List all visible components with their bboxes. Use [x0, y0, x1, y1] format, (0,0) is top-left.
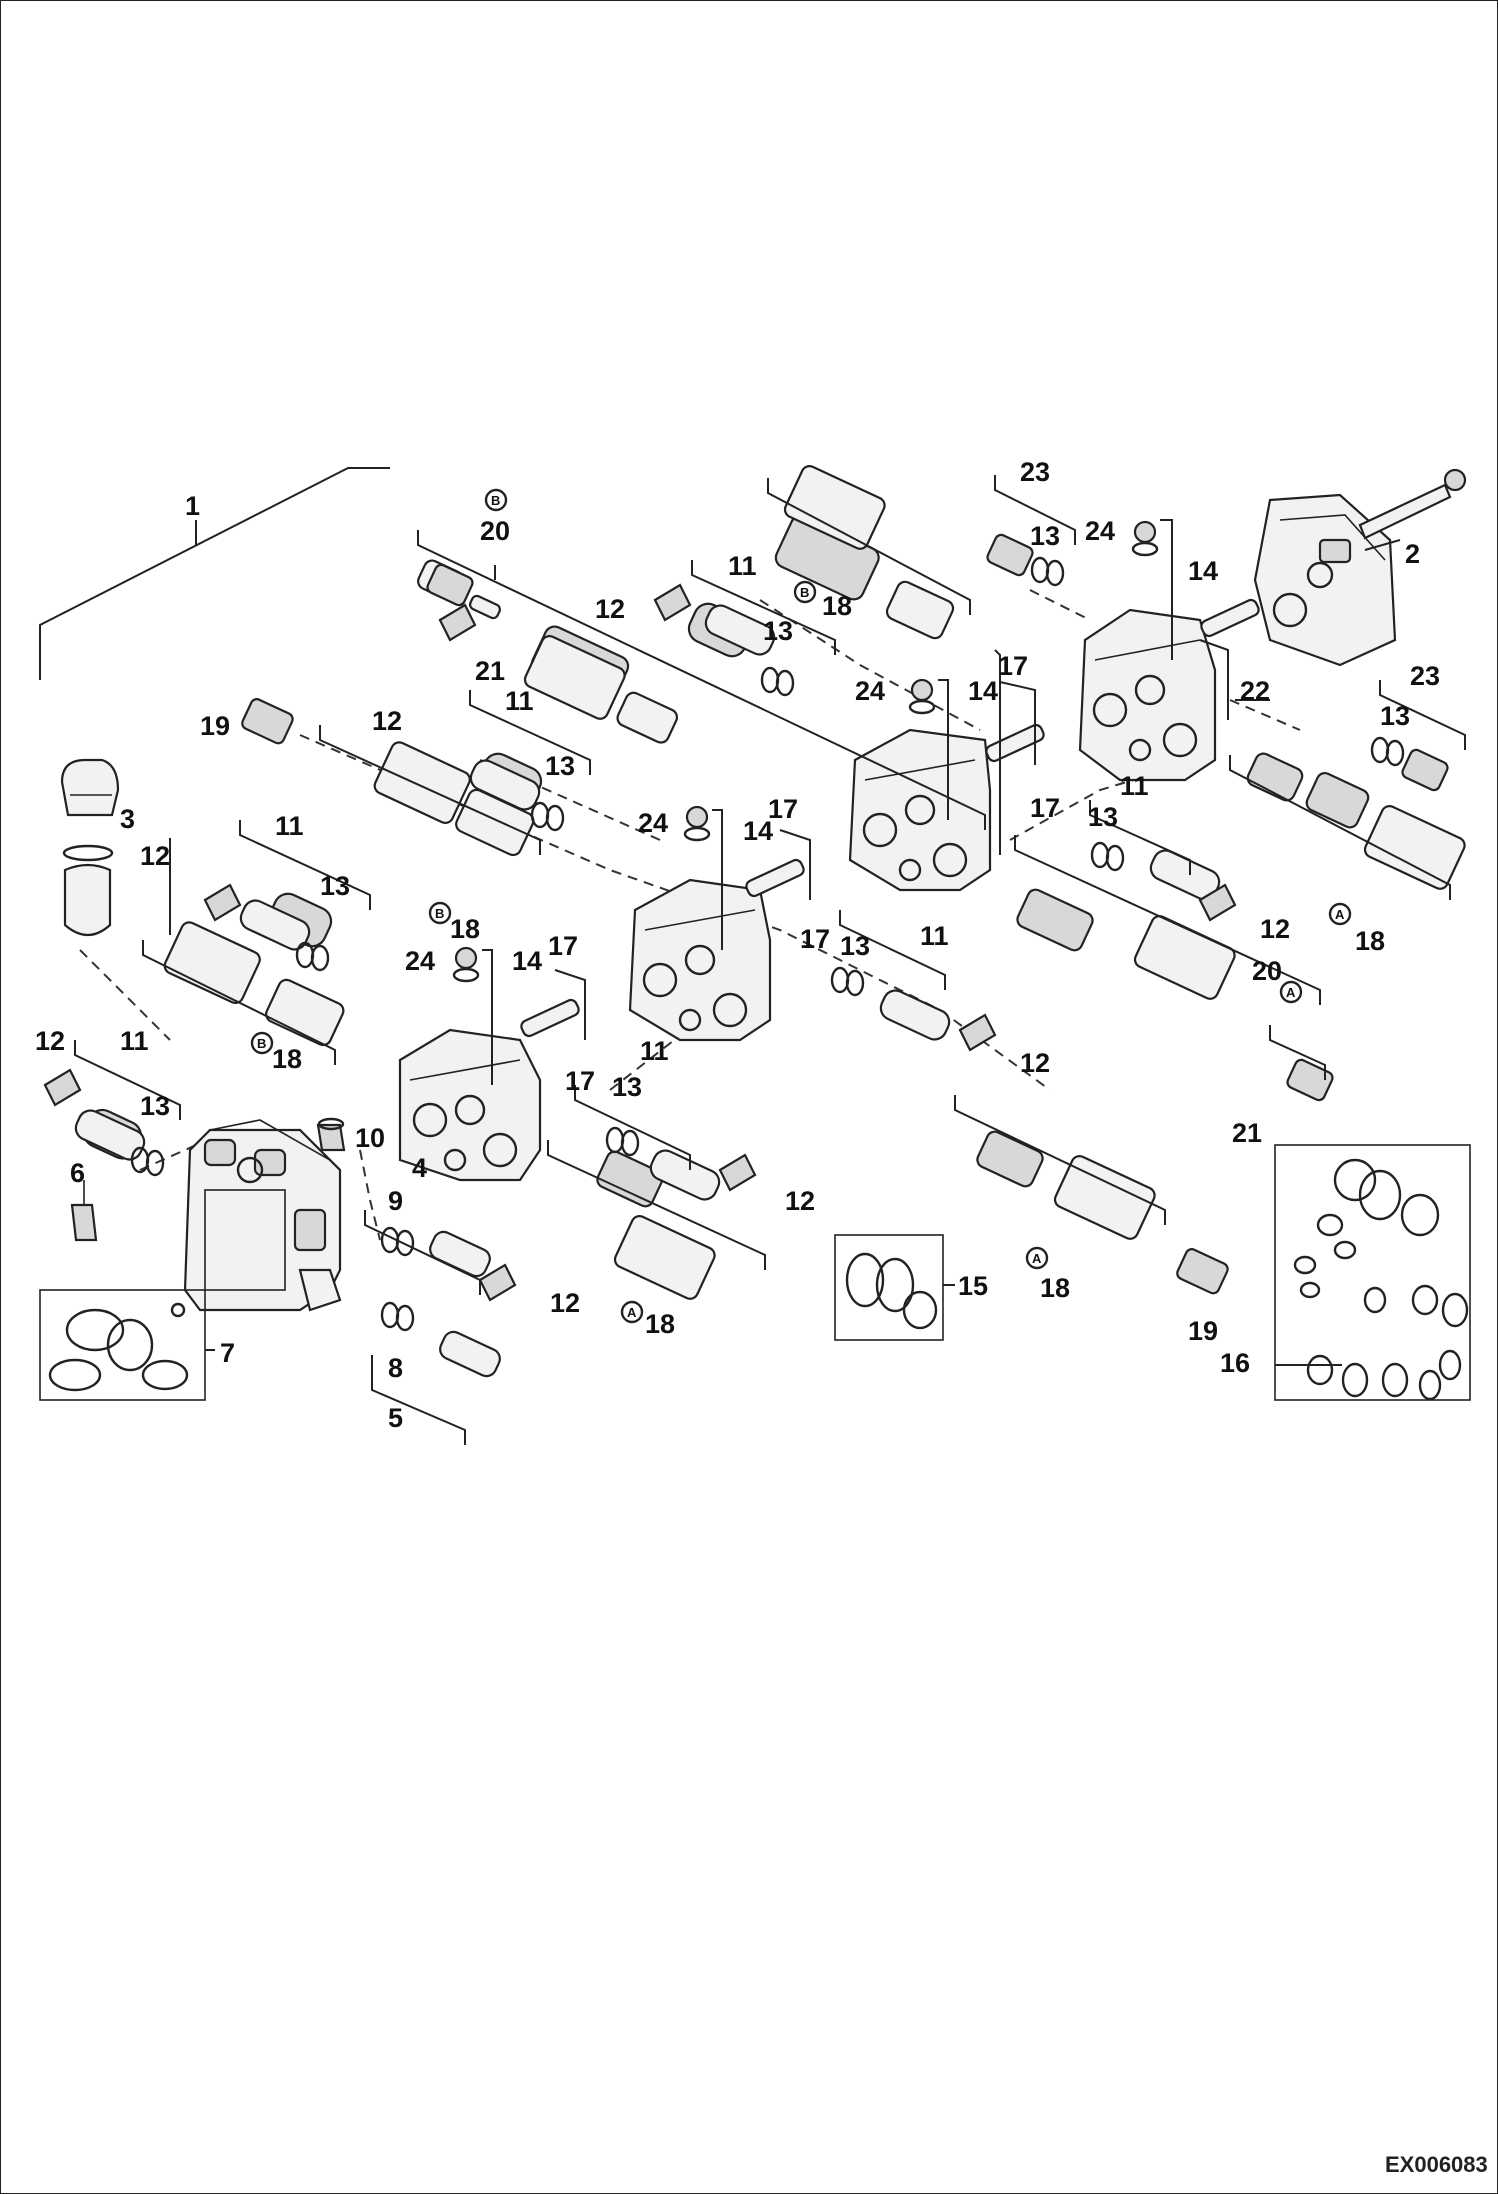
callout-18a: 18	[822, 591, 852, 621]
callout-14b: 14	[743, 816, 773, 846]
circle-letter-b-1: B	[491, 493, 500, 508]
callout-22: 22	[1240, 676, 1270, 706]
callout-24b: 24	[638, 808, 668, 838]
callout-20b: 20	[1252, 956, 1282, 986]
callout-13b: 13	[320, 871, 350, 901]
callout-11g: 11	[1120, 771, 1149, 801]
callout-23b: 23	[1410, 661, 1440, 691]
callout-21a: 21	[475, 656, 505, 686]
part-10-fitting	[316, 1117, 346, 1152]
callout-17a: 17	[548, 931, 578, 961]
callout-9: 9	[388, 1186, 403, 1216]
callout-3: 3	[120, 804, 135, 834]
callout-18d: 18	[645, 1309, 675, 1339]
callout-24d: 24	[1085, 516, 1115, 546]
callout-12f: 12	[1020, 1048, 1050, 1078]
callout-12h: 12	[550, 1288, 580, 1318]
callout-17e: 17	[800, 924, 830, 954]
callout-13d: 13	[763, 616, 793, 646]
callout-15: 15	[958, 1271, 988, 1301]
valve-section-1	[398, 1028, 542, 1182]
callout-12g: 12	[785, 1186, 815, 1216]
callout-17d: 17	[1030, 793, 1060, 823]
callout-16: 16	[1220, 1348, 1250, 1378]
part-6-fitting	[70, 1180, 98, 1242]
callout-8: 8	[388, 1353, 403, 1383]
valve-section-2	[628, 878, 772, 1042]
callout-7: 7	[220, 1338, 235, 1368]
valve-section-4	[1078, 608, 1217, 782]
part-7-seal-kit	[39, 1289, 206, 1401]
callout-11f: 11	[920, 921, 949, 951]
drawing-code: EX006083	[1385, 2152, 1488, 2177]
circle-letter-a-1: A	[1335, 907, 1345, 922]
part-16-seal-kit	[1274, 1144, 1471, 1401]
callout-11d: 11	[728, 551, 757, 581]
callout-12e: 12	[1260, 914, 1290, 944]
callout-17b: 17	[768, 794, 798, 824]
circle-letter-a-3: A	[1032, 1251, 1042, 1266]
callout-13i: 13	[612, 1072, 642, 1102]
circle-letter-a-2: A	[1286, 985, 1296, 1000]
callout-14c: 14	[968, 676, 998, 706]
callout-23a: 23	[1020, 457, 1050, 487]
callout-12c: 12	[372, 706, 402, 736]
callout-11c: 11	[505, 686, 534, 716]
callout-11a: 11	[120, 1026, 149, 1056]
circle-letter-b-2: B	[800, 585, 809, 600]
inlet-block	[183, 1119, 342, 1312]
callout-13h: 13	[840, 931, 870, 961]
circle-letter-a-4: A	[627, 1305, 637, 1320]
valve-section-3	[848, 728, 992, 892]
sub-assembly-brackets	[74, 475, 1466, 1445]
callout-1: 1	[185, 491, 200, 521]
callout-13f: 13	[1380, 701, 1410, 731]
callout-6: 6	[70, 1158, 85, 1188]
circled-letters: B B B B A A A A	[250, 488, 1352, 1324]
callout-18f: 18	[1355, 926, 1385, 956]
callout-labels: 1 2 3 4 5 6 7 8 9 10 11 11 11 11 11 11 1…	[35, 457, 1440, 1433]
callout-10: 10	[355, 1123, 385, 1153]
callout-19b: 19	[1188, 1316, 1218, 1346]
spool-assemblies	[43, 465, 1466, 1378]
callout-13g: 13	[1088, 802, 1118, 832]
bracket-1	[39, 467, 390, 680]
callout-18c: 18	[272, 1044, 302, 1074]
callout-12b: 12	[140, 841, 170, 871]
callout-11e: 11	[640, 1036, 669, 1066]
callout-18e: 18	[1040, 1273, 1070, 1303]
callout-5: 5	[388, 1403, 403, 1433]
callout-14d: 14	[1188, 556, 1218, 586]
callout-12a: 12	[35, 1026, 65, 1056]
callout-20a: 20	[480, 516, 510, 546]
circle-letter-b-4: B	[257, 1036, 266, 1051]
callout-2: 2	[1405, 539, 1420, 569]
callout-13e: 13	[1030, 521, 1060, 551]
callout-11b: 11	[275, 811, 304, 841]
callout-24c: 24	[855, 676, 885, 706]
callout-12d: 12	[595, 594, 625, 624]
circle-letter-b-3: B	[435, 906, 444, 921]
callout-21b: 21	[1232, 1118, 1262, 1148]
callout-13c: 13	[545, 751, 575, 781]
callout-19a: 19	[200, 711, 230, 741]
part-15-seal-kit	[834, 1234, 944, 1341]
callout-17c: 17	[998, 651, 1028, 681]
callout-4: 4	[412, 1153, 427, 1183]
callout-17f: 17	[565, 1066, 595, 1096]
callout-13a: 13	[140, 1091, 170, 1121]
part-3-plug	[60, 758, 120, 937]
callout-24a: 24	[405, 946, 435, 976]
callout-14a: 14	[512, 946, 542, 976]
callout-18b: 18	[450, 914, 480, 944]
part-2-end-cover	[1253, 468, 1467, 667]
